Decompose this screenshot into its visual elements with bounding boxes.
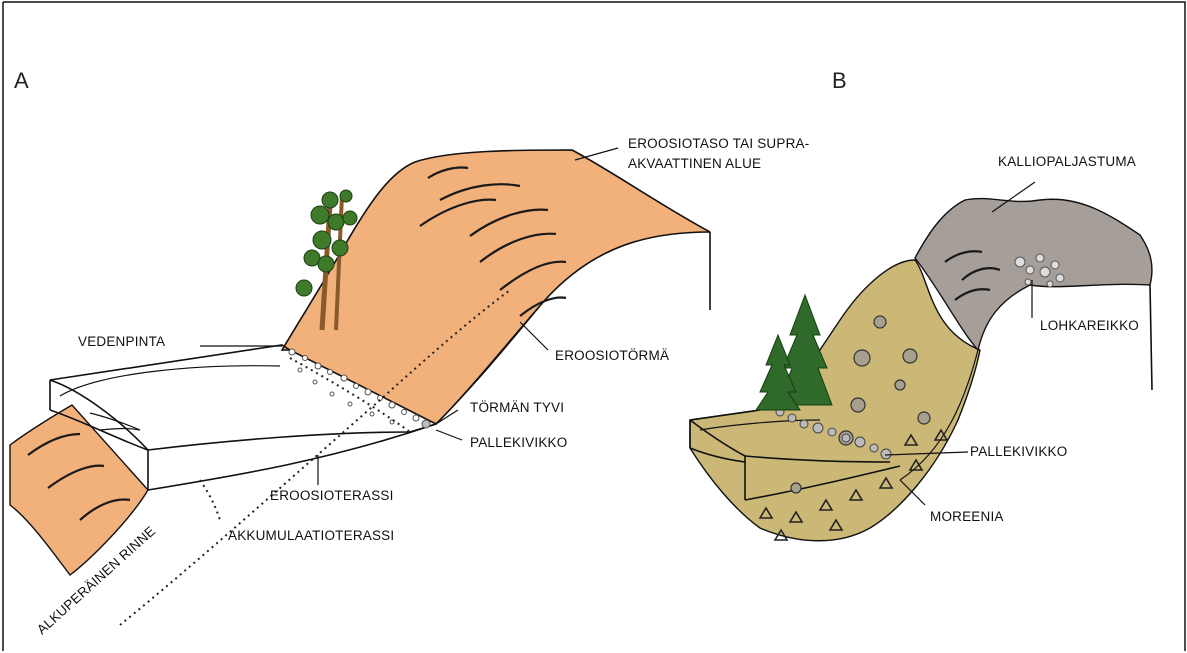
label-erosion-plane-line2: AKVAATTINEN ALUE <box>628 156 761 171</box>
label-erosion-terrace: EROOSIOTERASSI <box>270 488 394 503</box>
label-moraine: MOREENIA <box>930 509 1004 524</box>
tree-group-b <box>756 295 832 410</box>
label-water-level: VEDENPINTA <box>78 334 165 349</box>
frame-border <box>3 2 1185 651</box>
label-bank-base: TÖRMÄN TYVI <box>470 400 564 415</box>
label-erosion-plane-line1: EROOSIOTASO TAI SUPRA- <box>628 136 809 151</box>
panel-a-letter: A <box>14 68 29 93</box>
panel-b-letter: B <box>832 68 847 93</box>
label-boulder-field: LOHKAREIKKO <box>1040 318 1139 333</box>
label-erosion-bank: EROOSIOTÖRMÄ <box>555 348 669 363</box>
label-boulder-pavement-a: PALLEKIVIKKO <box>470 435 567 450</box>
moraine-body <box>690 260 980 541</box>
label-boulder-pavement-b: PALLEKIVIKKO <box>970 444 1067 459</box>
bedrock-right-face <box>1150 285 1152 390</box>
label-accumulation-terrace: AKKUMULAATIOTERASSI <box>228 528 394 543</box>
panel-a: A <box>10 68 809 637</box>
accumulation-terrace-line <box>200 480 220 520</box>
label-bedrock-outcrop: KALLIOPALJASTUMA <box>998 154 1136 169</box>
